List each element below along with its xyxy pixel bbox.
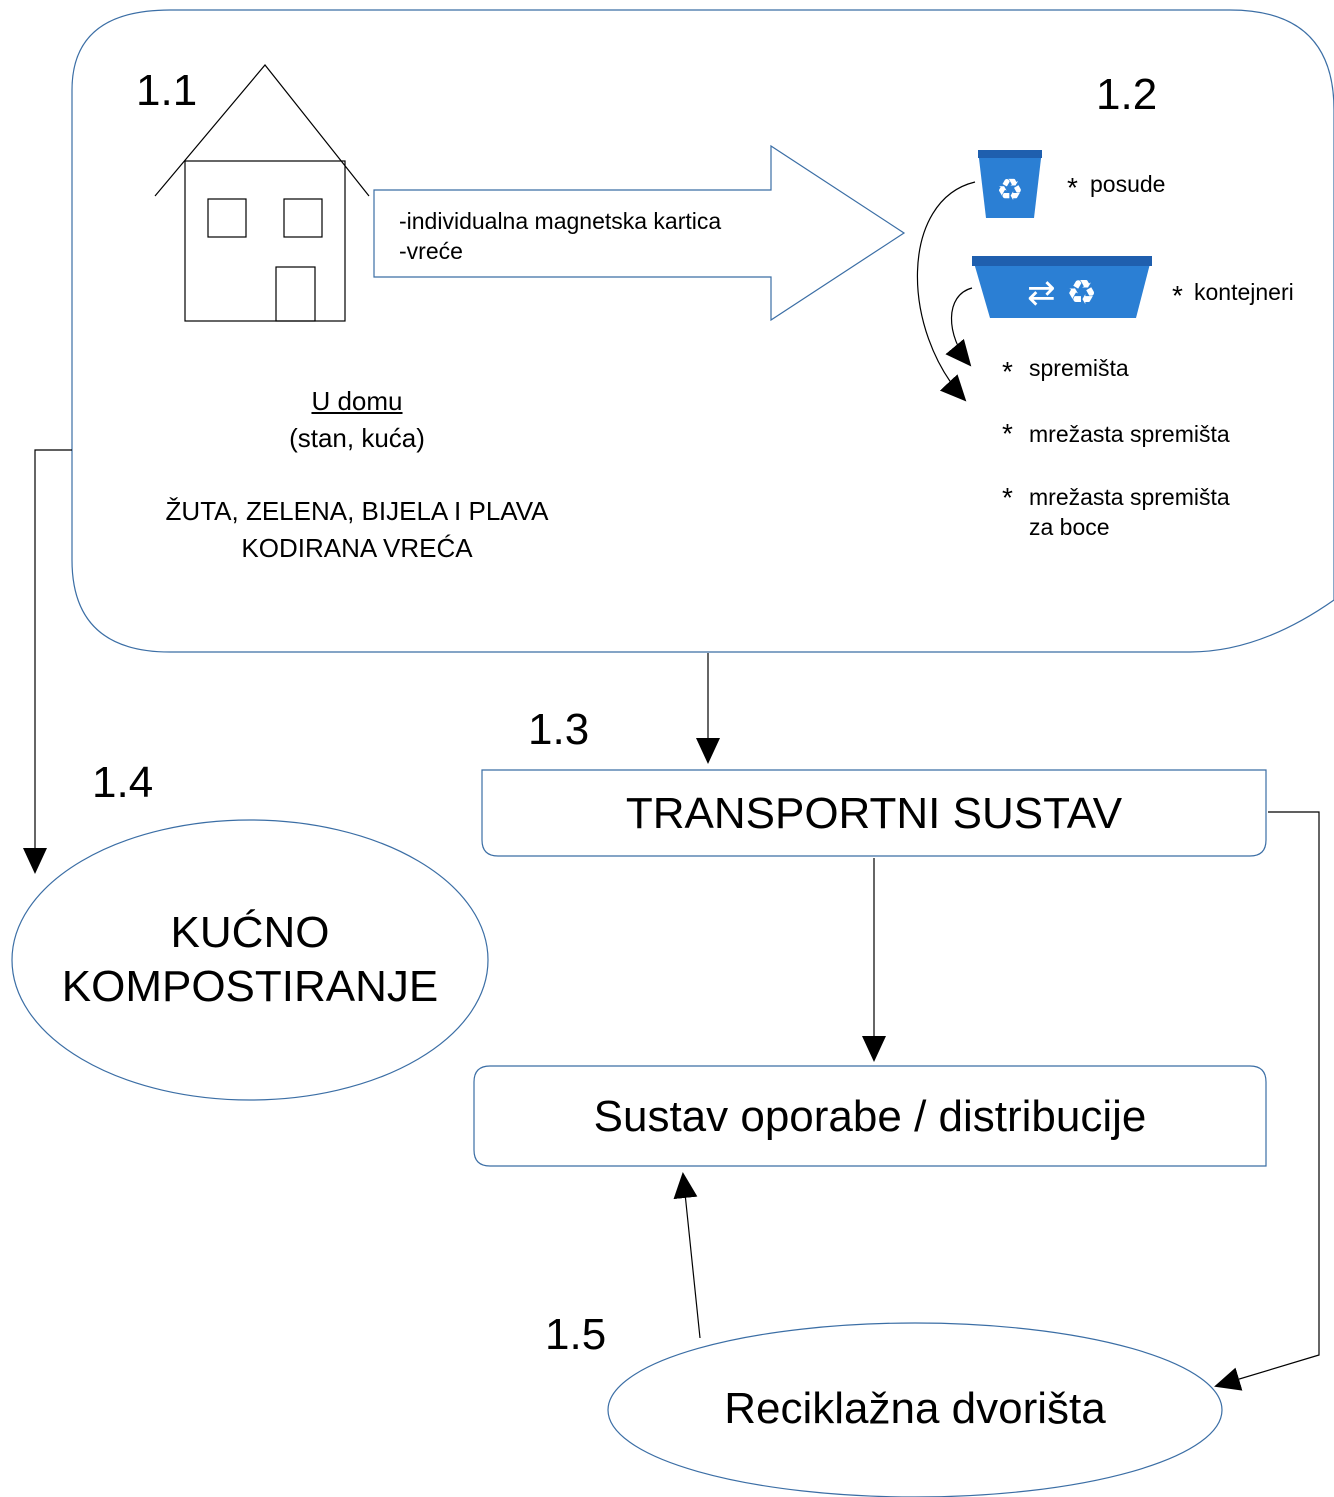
home-title: U domu: [311, 386, 403, 416]
collection-item-mrezasta-boce-line2: za boce: [1029, 514, 1110, 540]
compost-ellipse: [11, 819, 489, 1101]
bags-line-2: KODIRANA VREĆA: [241, 533, 473, 563]
transport-box: [481, 769, 1267, 857]
compost-label-line1: KUĆNO: [170, 908, 330, 957]
collection-item-mrezasta: mrežasta spremišta: [1029, 421, 1230, 447]
arrow-text-line2: -vreće: [399, 238, 463, 264]
home-subtitle: (stan, kuća): [289, 423, 425, 453]
bin-curve-arrow: [916, 181, 976, 402]
block-arrow: [373, 144, 906, 322]
collection-item-posude: posude: [1090, 171, 1166, 197]
arrow-text-line1: -individualna magnetska kartica: [399, 208, 722, 234]
bullet-star: *: [1002, 356, 1013, 387]
yards-ellipse: [607, 1322, 1223, 1497]
bags-line-1: ŽUTA, ZELENA, BIJELA I PLAVA: [165, 496, 549, 526]
yards-to-reuse-arrow: [673, 1172, 701, 1339]
step-label-1-1: 1.1: [136, 66, 198, 115]
home-container: [71, 9, 1334, 653]
home-to-compost-arrow: [23, 449, 72, 874]
transport-to-yards-arrow: [1214, 811, 1320, 1391]
collection-item-spremista: spremišta: [1029, 355, 1129, 381]
container-curve-arrow: [945, 287, 973, 367]
reuse-label: Sustav oporabe / distribucije: [593, 1092, 1147, 1141]
svg-text:⇄ ♻: ⇄ ♻: [1027, 273, 1097, 313]
collection-item-kontejneri: kontejneri: [1194, 279, 1294, 305]
compost-label-line2: KOMPOSTIRANJE: [61, 962, 439, 1011]
bullet-star: *: [1172, 280, 1183, 311]
reuse-box: [473, 1065, 1267, 1167]
step-label-1-3: 1.3: [528, 705, 590, 754]
step-label-1-5: 1.5: [545, 1310, 607, 1359]
recycle-container-icon: ⇄ ♻: [972, 256, 1152, 318]
house-icon: [154, 64, 370, 322]
yards-label: Reciklažna dvorišta: [724, 1384, 1106, 1433]
step-label-1-4: 1.4: [92, 758, 154, 807]
bullet-star: *: [1067, 172, 1078, 203]
svg-text:♻: ♻: [997, 173, 1024, 208]
transport-label: TRANSPORTNI SUSTAV: [625, 789, 1123, 838]
recycle-bin-icon: ♻: [978, 150, 1042, 218]
step-label-1-2: 1.2: [1096, 70, 1158, 119]
bullet-star: *: [1002, 482, 1013, 513]
collection-item-mrezasta-boce: mrežasta spremišta: [1029, 484, 1230, 510]
bullet-star: *: [1002, 418, 1013, 449]
